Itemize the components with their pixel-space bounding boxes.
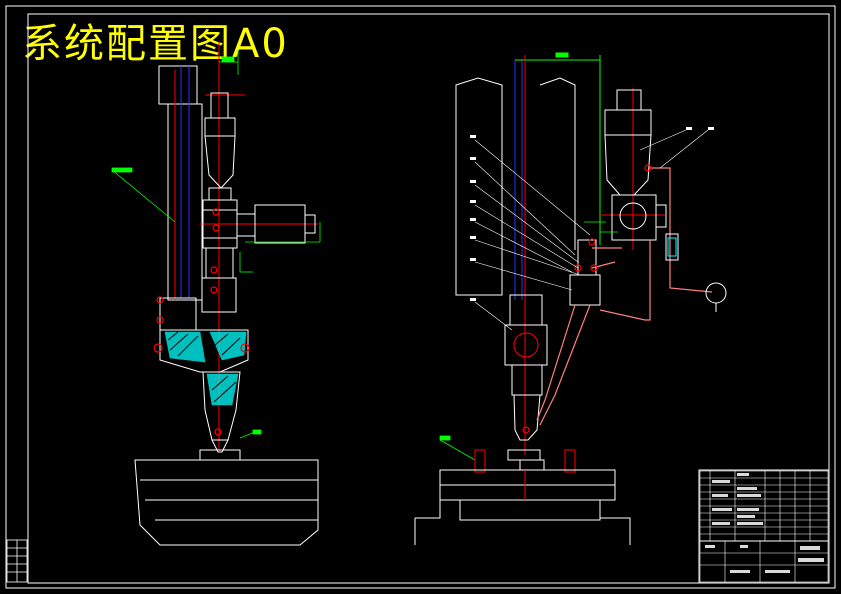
left-view-motor-assembly [201,92,316,313]
left-view-red-fittings [153,208,250,436]
right-view-gauge [665,233,727,312]
right-view-column [455,52,601,300]
sheet-border [5,5,836,589]
right-view-fixture [414,449,631,545]
left-view-centerlines [174,42,318,450]
drawing-title: 系统配置图A0 [22,21,289,67]
right-view-pipes [536,167,713,426]
right-view-motor [604,89,667,241]
binding-margin-block [6,539,28,583]
title-block [698,469,830,584]
left-view-hatch-lines [167,331,241,403]
left-view-welding-head [159,297,249,461]
right-view-leaders [470,127,714,331]
right-view-centerlines [524,55,665,455]
left-view-dimensions [111,50,321,439]
right-view-head [504,239,601,461]
left-view-hatch-section [164,331,247,406]
left-view-workpiece [134,459,319,546]
right-view-dim-marks [439,221,618,461]
left-view-column [158,65,203,301]
right-view-fittings [522,164,652,434]
